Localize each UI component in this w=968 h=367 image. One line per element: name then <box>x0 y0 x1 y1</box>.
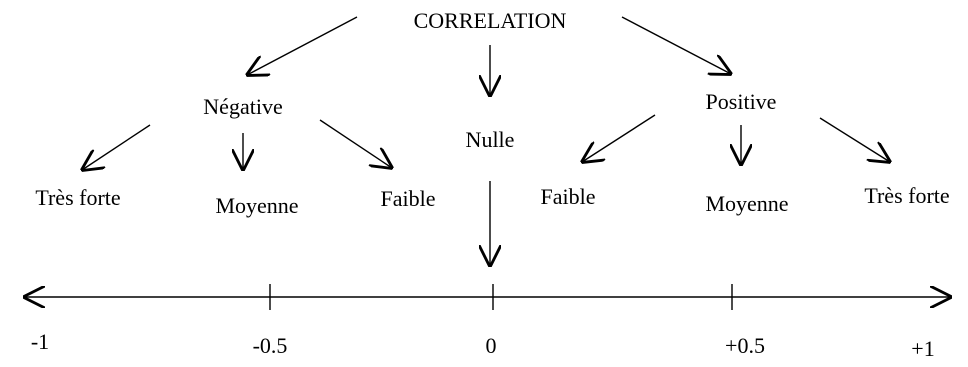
neg-strong-label: Très forte <box>35 185 121 210</box>
arrow-positive-to-strong <box>819 117 890 162</box>
neg-medium-label: Moyenne <box>215 193 299 218</box>
arrow-negative-to-strong <box>82 124 151 170</box>
neg-weak-label: Faible <box>380 186 436 211</box>
axis-label-minus-one: -1 <box>30 329 50 354</box>
pos-medium-label: Moyenne <box>705 191 789 216</box>
axis-label-zero: 0 <box>485 333 497 358</box>
axis-label-plus-half: +0.5 <box>725 333 765 358</box>
pos-weak-label: Faible <box>540 184 596 209</box>
arrow-root-to-negative <box>247 16 358 75</box>
positive-label: Positive <box>705 89 777 114</box>
root-label: CORRELATION <box>413 8 567 33</box>
negative-label: Négative <box>203 94 283 119</box>
null-label: Nulle <box>465 127 515 152</box>
pos-strong-label: Très forte <box>864 183 950 208</box>
axis-label-plus-one: +1 <box>911 336 935 361</box>
arrow-negative-to-weak <box>319 119 392 168</box>
arrow-positive-to-weak <box>582 114 656 162</box>
arrow-root-to-positive <box>621 16 731 74</box>
axis-label-minus-half: -0.5 <box>252 333 288 358</box>
